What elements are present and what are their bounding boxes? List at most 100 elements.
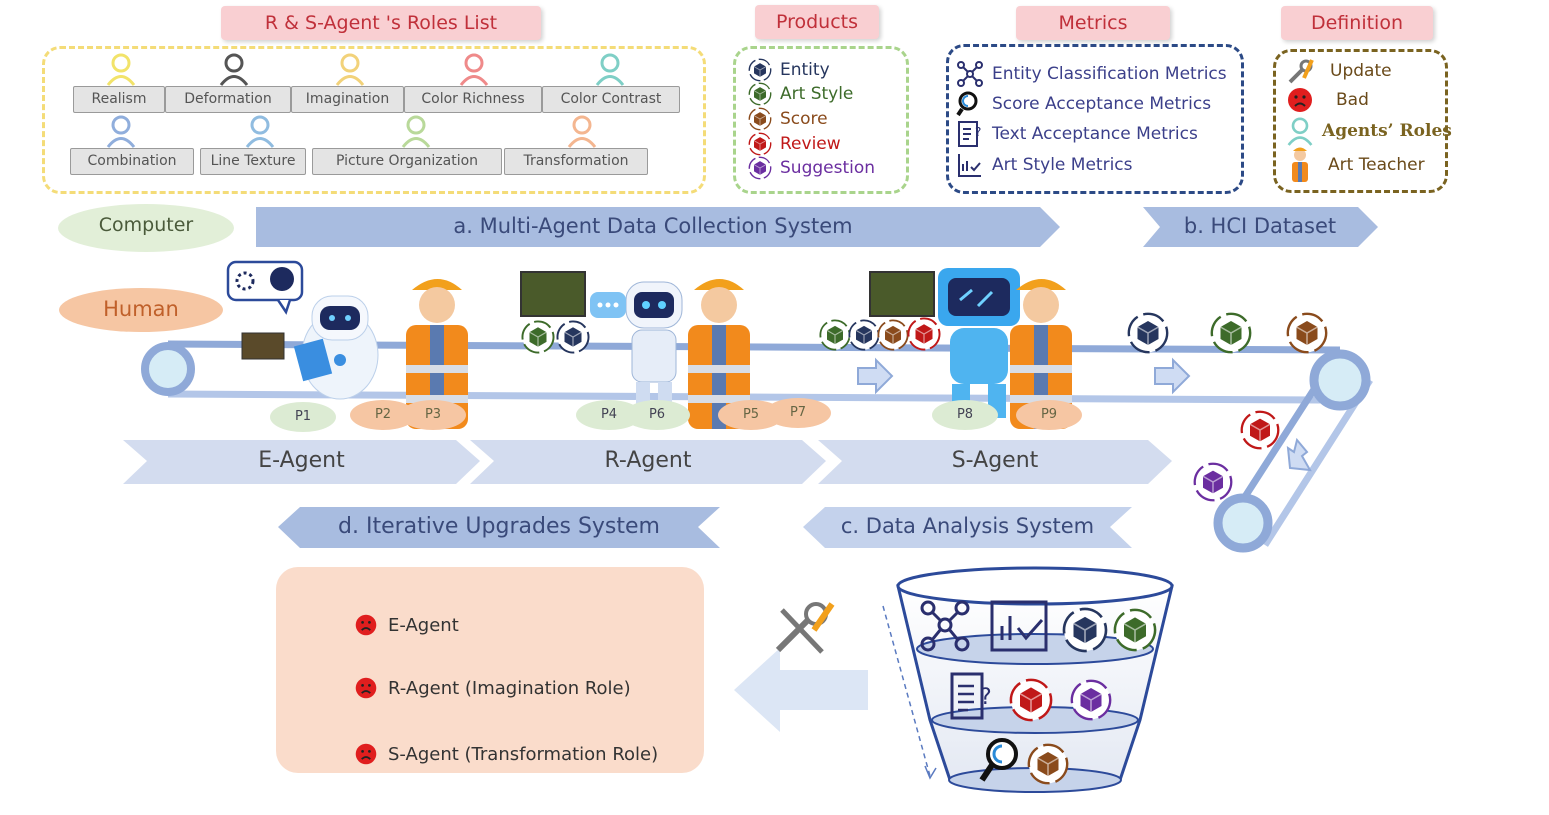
definition-label: Agents’ Roles bbox=[1322, 121, 1452, 141]
metric-score-acceptance: Score Acceptance Metrics bbox=[956, 90, 1211, 118]
product-label: Suggestion bbox=[780, 158, 876, 178]
role-chip: Color Richness bbox=[404, 86, 542, 113]
person-icon bbox=[106, 53, 136, 86]
roles-list-title: R & S-Agent 's Roles List bbox=[221, 6, 541, 40]
role-chip: Transformation bbox=[504, 148, 648, 175]
e-agent-label: E-Agent bbox=[258, 448, 345, 473]
upgrades-panel bbox=[276, 567, 704, 773]
collection-system-arrow bbox=[256, 207, 1060, 247]
product-legend-item: Score bbox=[748, 107, 828, 131]
cube-icon bbox=[748, 82, 772, 106]
upgrade-label: R-Agent (Imagination Role) bbox=[388, 677, 631, 699]
definition-agents-roles: Agents’ Roles bbox=[1286, 116, 1452, 146]
product-label: Entity bbox=[780, 60, 830, 80]
product-legend-item: Art Style bbox=[748, 82, 853, 106]
roles-list-panel bbox=[42, 46, 706, 194]
upgrades-system-label: d. Iterative Upgrades System bbox=[338, 514, 660, 539]
product-legend-item: Suggestion bbox=[748, 156, 875, 180]
network-icon bbox=[957, 61, 983, 87]
product-legend-item: Entity bbox=[748, 58, 830, 82]
product-label: Art Style bbox=[780, 84, 854, 104]
artwork-thumbnail bbox=[869, 271, 935, 317]
computer-lane-pill bbox=[58, 204, 234, 252]
person-icon bbox=[459, 53, 489, 86]
definition-title: Definition bbox=[1281, 6, 1433, 40]
participant-tag: P1 bbox=[270, 402, 336, 432]
r-agent-chevron bbox=[470, 440, 826, 484]
iterative-upgrades-arrow bbox=[278, 507, 720, 548]
role-chip: Color Contrast bbox=[542, 86, 680, 113]
data-analysis-arrow bbox=[803, 507, 1132, 548]
svg-text:?: ? bbox=[975, 125, 981, 139]
cube-icon bbox=[748, 156, 772, 180]
flow-arrow-icon bbox=[1286, 437, 1312, 472]
upgrade-label: E-Agent bbox=[388, 614, 459, 636]
participant-tag: P6 bbox=[624, 400, 690, 430]
product-cube-icon bbox=[907, 317, 941, 351]
artwork-thumbnail bbox=[520, 271, 586, 317]
human-lane-label: Human bbox=[103, 297, 179, 321]
product-cube-icon bbox=[1113, 608, 1157, 652]
product-cube-icon bbox=[1286, 312, 1328, 354]
metric-entity-classification: Entity Classification Metrics bbox=[956, 60, 1227, 88]
role-chip: Realism bbox=[73, 86, 165, 113]
e-agent-chevron bbox=[123, 440, 480, 484]
person-icon bbox=[245, 115, 275, 148]
magnifier-icon bbox=[979, 738, 1018, 782]
feedback-arrow bbox=[734, 648, 868, 732]
upgrade-item: S-Agent (Transformation Role) bbox=[354, 742, 658, 766]
definition-art-teacher: Art Teacher bbox=[1286, 146, 1425, 184]
conveyor-roller bbox=[1213, 493, 1273, 553]
metrics-panel bbox=[946, 44, 1244, 194]
metric-art-style: Art Style Metrics bbox=[956, 151, 1133, 179]
person-icon bbox=[567, 115, 597, 148]
role-chip: Deformation bbox=[165, 86, 291, 113]
role-chip: Picture Organization bbox=[312, 148, 502, 175]
conveyor-roller bbox=[1309, 349, 1371, 411]
hci-dataset-label: b. HCI Dataset bbox=[1183, 214, 1337, 238]
flow-arrow-icon bbox=[1154, 357, 1191, 395]
document-question-icon: ? bbox=[950, 672, 992, 720]
r-agent-label: R-Agent bbox=[604, 448, 692, 473]
teacher-icon bbox=[1292, 147, 1308, 182]
products-title: Products bbox=[755, 5, 879, 39]
magnifier-icon bbox=[956, 91, 978, 117]
document-question-icon: ? bbox=[958, 121, 981, 147]
flow-arrow-icon bbox=[857, 357, 894, 395]
person-icon bbox=[219, 53, 249, 86]
network-icon bbox=[920, 600, 970, 652]
person-icon bbox=[1287, 117, 1313, 146]
wrench-icon bbox=[1288, 59, 1314, 84]
human-lane-pill bbox=[59, 288, 223, 332]
s-agent-label: S-Agent bbox=[951, 448, 1039, 473]
role-chip: Imagination bbox=[291, 86, 404, 113]
person-icon bbox=[335, 53, 365, 86]
definition-bad: Bad bbox=[1286, 86, 1369, 114]
products-panel bbox=[733, 46, 909, 194]
product-cube-icon bbox=[819, 319, 851, 351]
conveyor-roller bbox=[141, 342, 195, 396]
metric-label: Score Acceptance Metrics bbox=[992, 94, 1212, 114]
person-icon bbox=[401, 115, 431, 148]
product-cube-icon bbox=[1062, 607, 1108, 653]
definition-label: Update bbox=[1330, 61, 1392, 81]
hci-dataset-arrow bbox=[1143, 207, 1378, 247]
artwork-thumbnail bbox=[241, 332, 285, 360]
product-cube-icon bbox=[521, 320, 555, 354]
metric-text-acceptance: ? Text Acceptance Metrics bbox=[956, 120, 1198, 148]
participant-tag: P3 bbox=[400, 400, 466, 430]
product-cube-icon bbox=[1240, 410, 1280, 450]
product-cube-icon bbox=[1127, 312, 1169, 354]
wrench-icon bbox=[775, 602, 835, 654]
product-legend-item: Review bbox=[748, 132, 841, 156]
metric-label: Art Style Metrics bbox=[992, 155, 1133, 175]
product-cube-icon bbox=[848, 319, 880, 351]
cube-icon bbox=[748, 107, 772, 131]
chart-check-icon bbox=[958, 154, 981, 177]
product-cube-icon bbox=[556, 320, 590, 354]
product-label: Review bbox=[780, 134, 841, 154]
r-agent-robot bbox=[625, 281, 683, 416]
thinking-bubble bbox=[226, 260, 304, 315]
analysis-system-label: c. Data Analysis System bbox=[840, 514, 1095, 538]
definition-panel bbox=[1273, 49, 1448, 193]
